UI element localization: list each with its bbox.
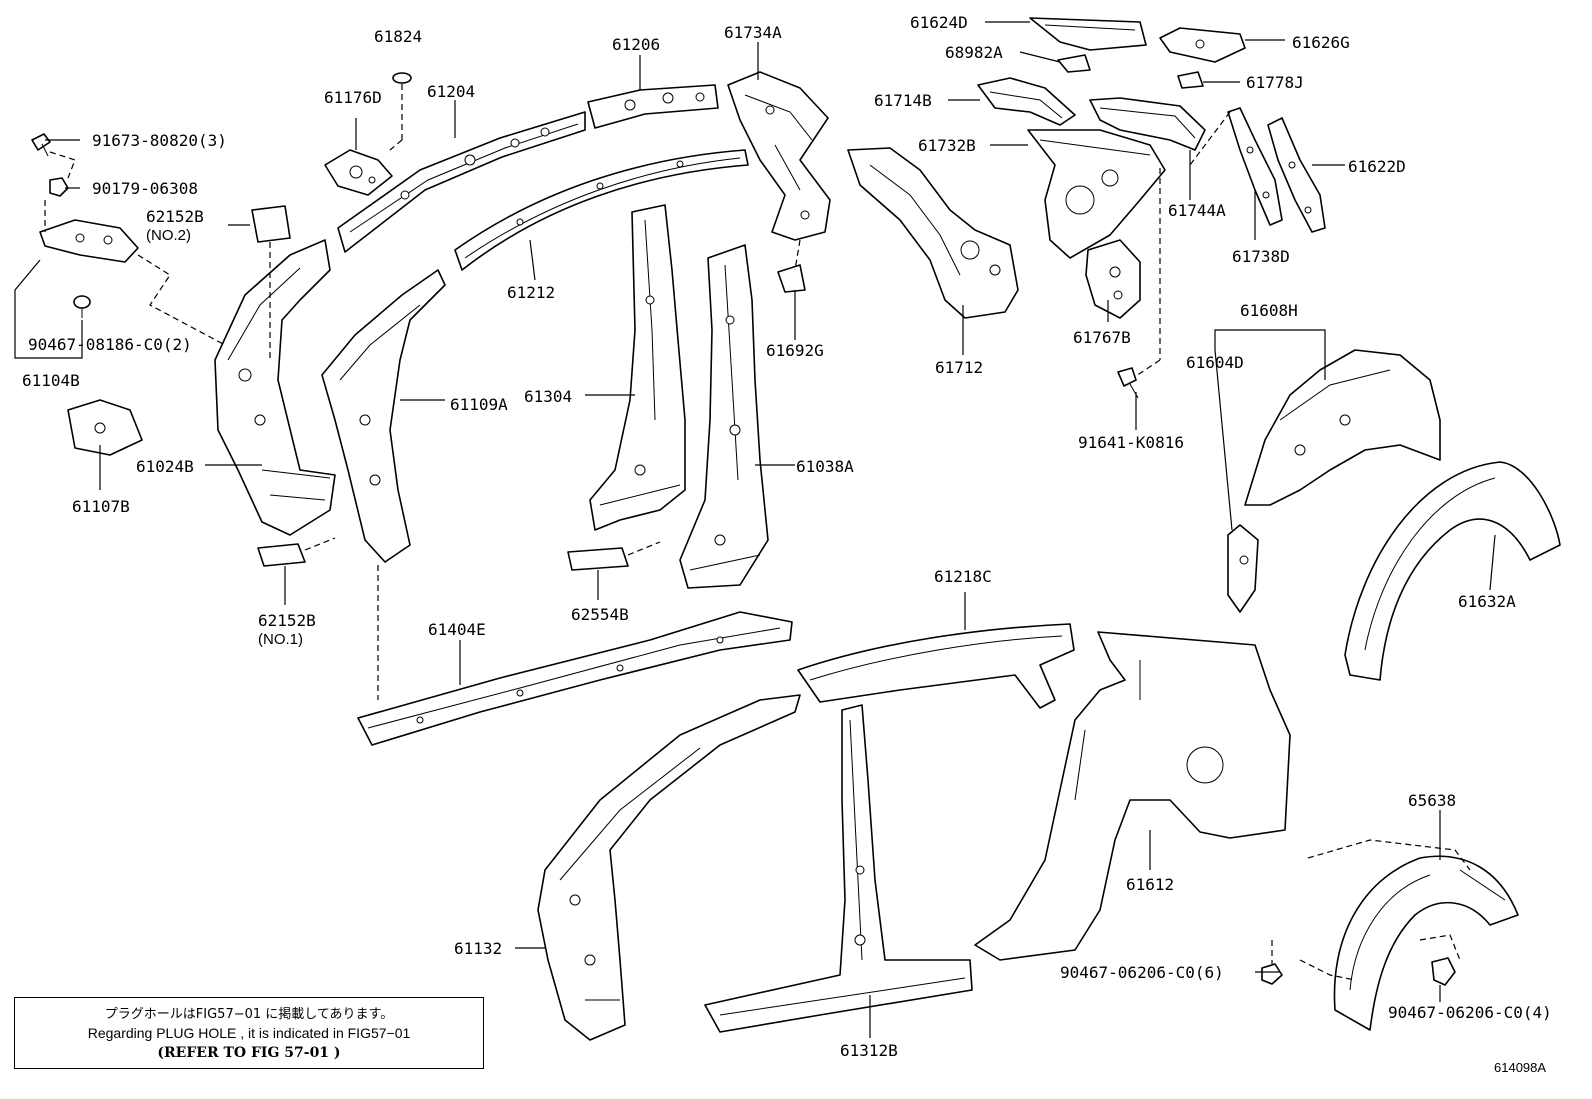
part-61712-shape (847, 147, 1019, 319)
label-65638: 65638 (1408, 791, 1456, 810)
clip-90467-06206-6-shape (1261, 963, 1283, 985)
label-61734A: 61734A (724, 23, 782, 42)
label-61778J: 61778J (1246, 73, 1304, 92)
bolt-91673-shape (31, 133, 51, 157)
label-61738D: 61738D (1232, 247, 1290, 266)
label-61712: 61712 (935, 358, 983, 377)
part-61624D-shape (1029, 17, 1147, 51)
part-61104B-shape (39, 219, 139, 263)
label-61212: 61212 (507, 283, 555, 302)
part-61312B-shape (704, 704, 973, 1033)
label-61132: 61132 (454, 939, 502, 958)
nut-90179-shape (49, 177, 69, 197)
label-61038A: 61038A (796, 457, 854, 476)
part-61622D-shape (1267, 117, 1326, 233)
label-61767B: 61767B (1073, 328, 1131, 347)
label-90179: 90179-06308 (92, 179, 198, 198)
label-68982A: 68982A (945, 43, 1003, 62)
part-61767B-shape (1085, 239, 1141, 319)
label-61204: 61204 (427, 82, 475, 101)
part-61212-shape (454, 149, 749, 271)
figure-code: 614098A (1494, 1060, 1547, 1075)
part-61738D-shape (1227, 107, 1283, 226)
label-61109A: 61109A (450, 395, 508, 414)
label-61824: 61824 (374, 27, 422, 46)
part-62554B-shape (567, 547, 629, 571)
part-61038A-shape (679, 244, 769, 589)
part-61109A-shape (321, 269, 446, 563)
part-61107B-shape (67, 399, 143, 456)
label-61218C: 61218C (934, 567, 992, 586)
part-61604D-shape (1227, 524, 1259, 613)
part-61732B-shape (1027, 129, 1166, 259)
note-line-english: Regarding PLUG HOLE , it is indicated in… (87, 1025, 411, 1041)
part-61692G-shape (777, 264, 806, 293)
label-61626G: 61626G (1292, 33, 1350, 52)
part-61206-shape (587, 84, 719, 129)
label-61404E: 61404E (428, 620, 486, 639)
label-61624D: 61624D (910, 13, 968, 32)
plug-hole-note: プラグホールはFIG57−01 に掲載してあります。 Regarding PLU… (14, 997, 484, 1069)
label-61107B: 61107B (72, 497, 130, 516)
part-61132-shape (537, 694, 801, 1041)
part-68982A-shape (1057, 54, 1091, 73)
part-61176D-shape (324, 149, 393, 196)
label-62152B-no1-sub: (NO.1) (258, 631, 303, 648)
label-61622D: 61622D (1348, 157, 1406, 176)
label-61744A: 61744A (1168, 201, 1226, 220)
label-61312B: 61312B (840, 1041, 898, 1060)
part-61734A-shape (727, 71, 831, 241)
part-61744A-shape (1089, 97, 1206, 151)
leader-lines (14, 21, 1496, 1038)
part-61824-shape (392, 72, 412, 84)
label-61632A: 61632A (1458, 592, 1516, 611)
part-61632A-shape (1344, 461, 1561, 681)
label-90467-08186: 90467-08186-C0(2) (28, 335, 192, 354)
label-61612: 61612 (1126, 875, 1174, 894)
label-91641: 91641-K0816 (1078, 433, 1184, 452)
note-line-japanese: プラグホールはFIG57−01 に掲載してあります。 (104, 1007, 394, 1022)
label-62152B-no1: 62152B (258, 611, 316, 630)
part-61218C-shape (797, 623, 1075, 709)
clip-90467-06206-4-shape (1431, 957, 1456, 986)
label-61732B: 61732B (918, 136, 976, 155)
label-62554B: 62554B (571, 605, 629, 624)
label-61104B: 61104B (22, 371, 80, 390)
part-62152B-no2-shape (251, 205, 291, 243)
label-61604D: 61604D (1186, 353, 1244, 372)
part-65638-shape (1333, 855, 1519, 1031)
part-61626G-shape (1159, 27, 1246, 63)
part-61024B-shape (214, 239, 336, 536)
part-62152B-no1-shape (257, 543, 306, 567)
label-61714B: 61714B (874, 91, 932, 110)
part-61608H-shape (1244, 349, 1441, 506)
label-62152B-no2: 62152B (146, 207, 204, 226)
label-61206: 61206 (612, 35, 660, 54)
part-labels: 61824 61206 61734A 61624D 61626G 68982A … (22, 13, 1552, 1060)
label-90467-06206-6: 90467-06206-C0(6) (1060, 963, 1224, 982)
part-61778J-shape (1177, 71, 1204, 89)
label-91673: 91673-80820(3) (92, 131, 227, 150)
label-61608H: 61608H (1240, 301, 1298, 320)
label-62152B-no2-sub: (NO.2) (146, 227, 191, 244)
part-61304-shape (589, 204, 686, 531)
part-61612-shape (974, 631, 1291, 961)
label-61304: 61304 (524, 387, 572, 406)
label-90467-06206-4: 90467-06206-C0(4) (1388, 1003, 1552, 1022)
label-61176D: 61176D (324, 88, 382, 107)
bolt-91641-shape (1117, 367, 1139, 399)
clip-90467-08186-shape (73, 295, 91, 318)
label-61024B: 61024B (136, 457, 194, 476)
part-61204-shape (337, 111, 586, 253)
part-61714B-shape (977, 77, 1076, 126)
label-61692G: 61692G (766, 341, 824, 360)
note-line-reference: (REFER TO FIG 57-01 ) (157, 1045, 341, 1061)
part-61404E-shape (357, 611, 793, 746)
